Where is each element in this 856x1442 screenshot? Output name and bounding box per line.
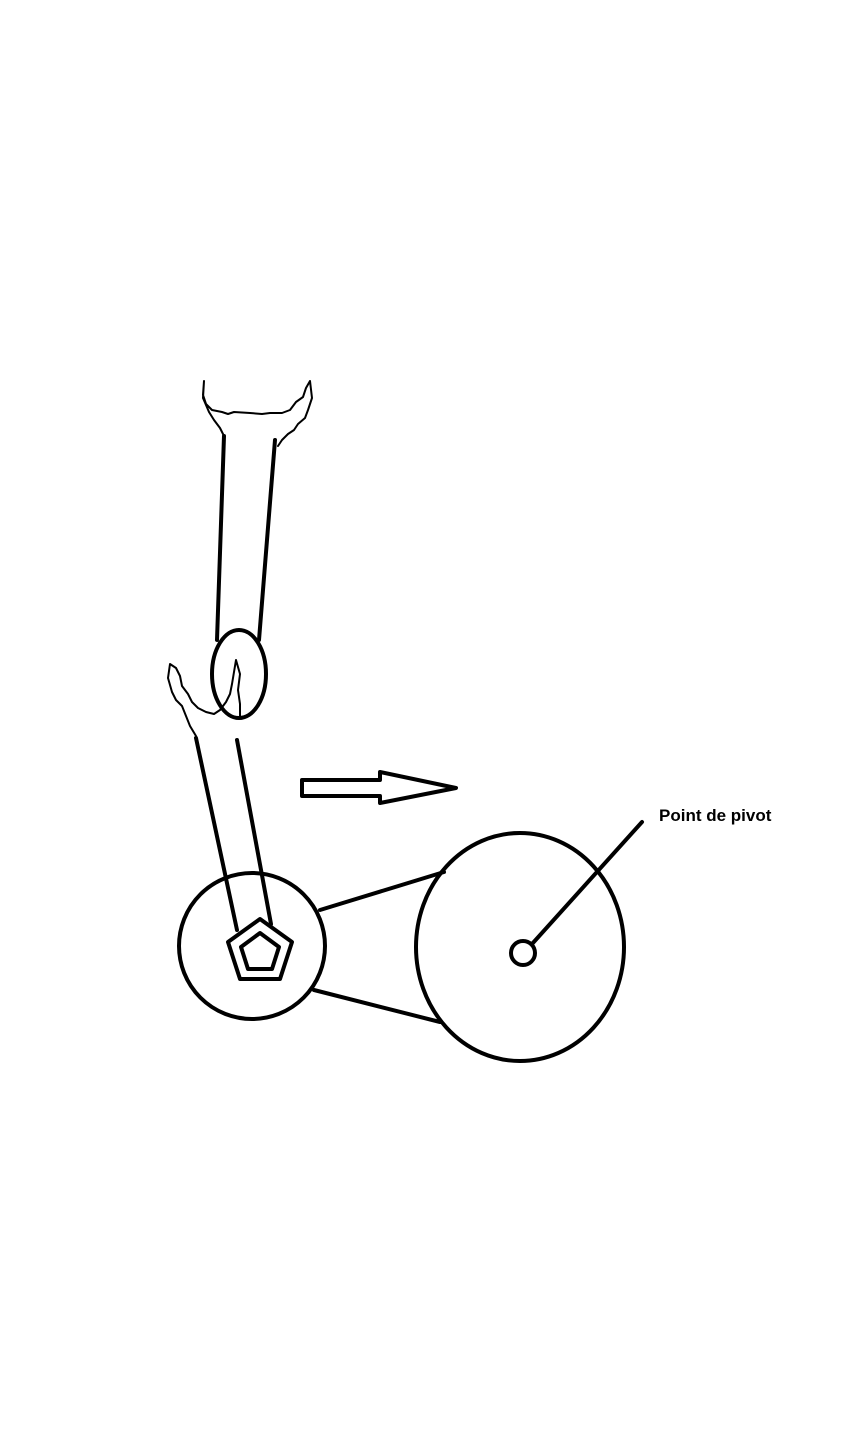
upper-rod-right-edge xyxy=(257,438,277,642)
hub-pentagon-inner-icon xyxy=(239,931,281,971)
small-wheel xyxy=(177,871,327,1021)
pivot-leader-line xyxy=(530,820,644,946)
direction-arrow xyxy=(300,770,458,805)
hub-pentagon-outer-icon xyxy=(226,917,294,981)
pivot-point xyxy=(509,939,537,967)
upper-rod-broken-top xyxy=(202,380,313,447)
lower-rod xyxy=(167,659,273,932)
large-wheel xyxy=(414,831,626,1063)
pivot-label: Point de pivot xyxy=(659,806,772,825)
lower-rod-right-edge xyxy=(235,738,273,926)
upper-rod xyxy=(202,380,313,642)
lower-rod-broken-top xyxy=(167,659,241,737)
belt-top xyxy=(318,870,446,912)
upper-rod-left-edge xyxy=(215,434,226,642)
lower-rod-left-edge xyxy=(194,736,239,932)
belt-bottom xyxy=(312,988,442,1024)
